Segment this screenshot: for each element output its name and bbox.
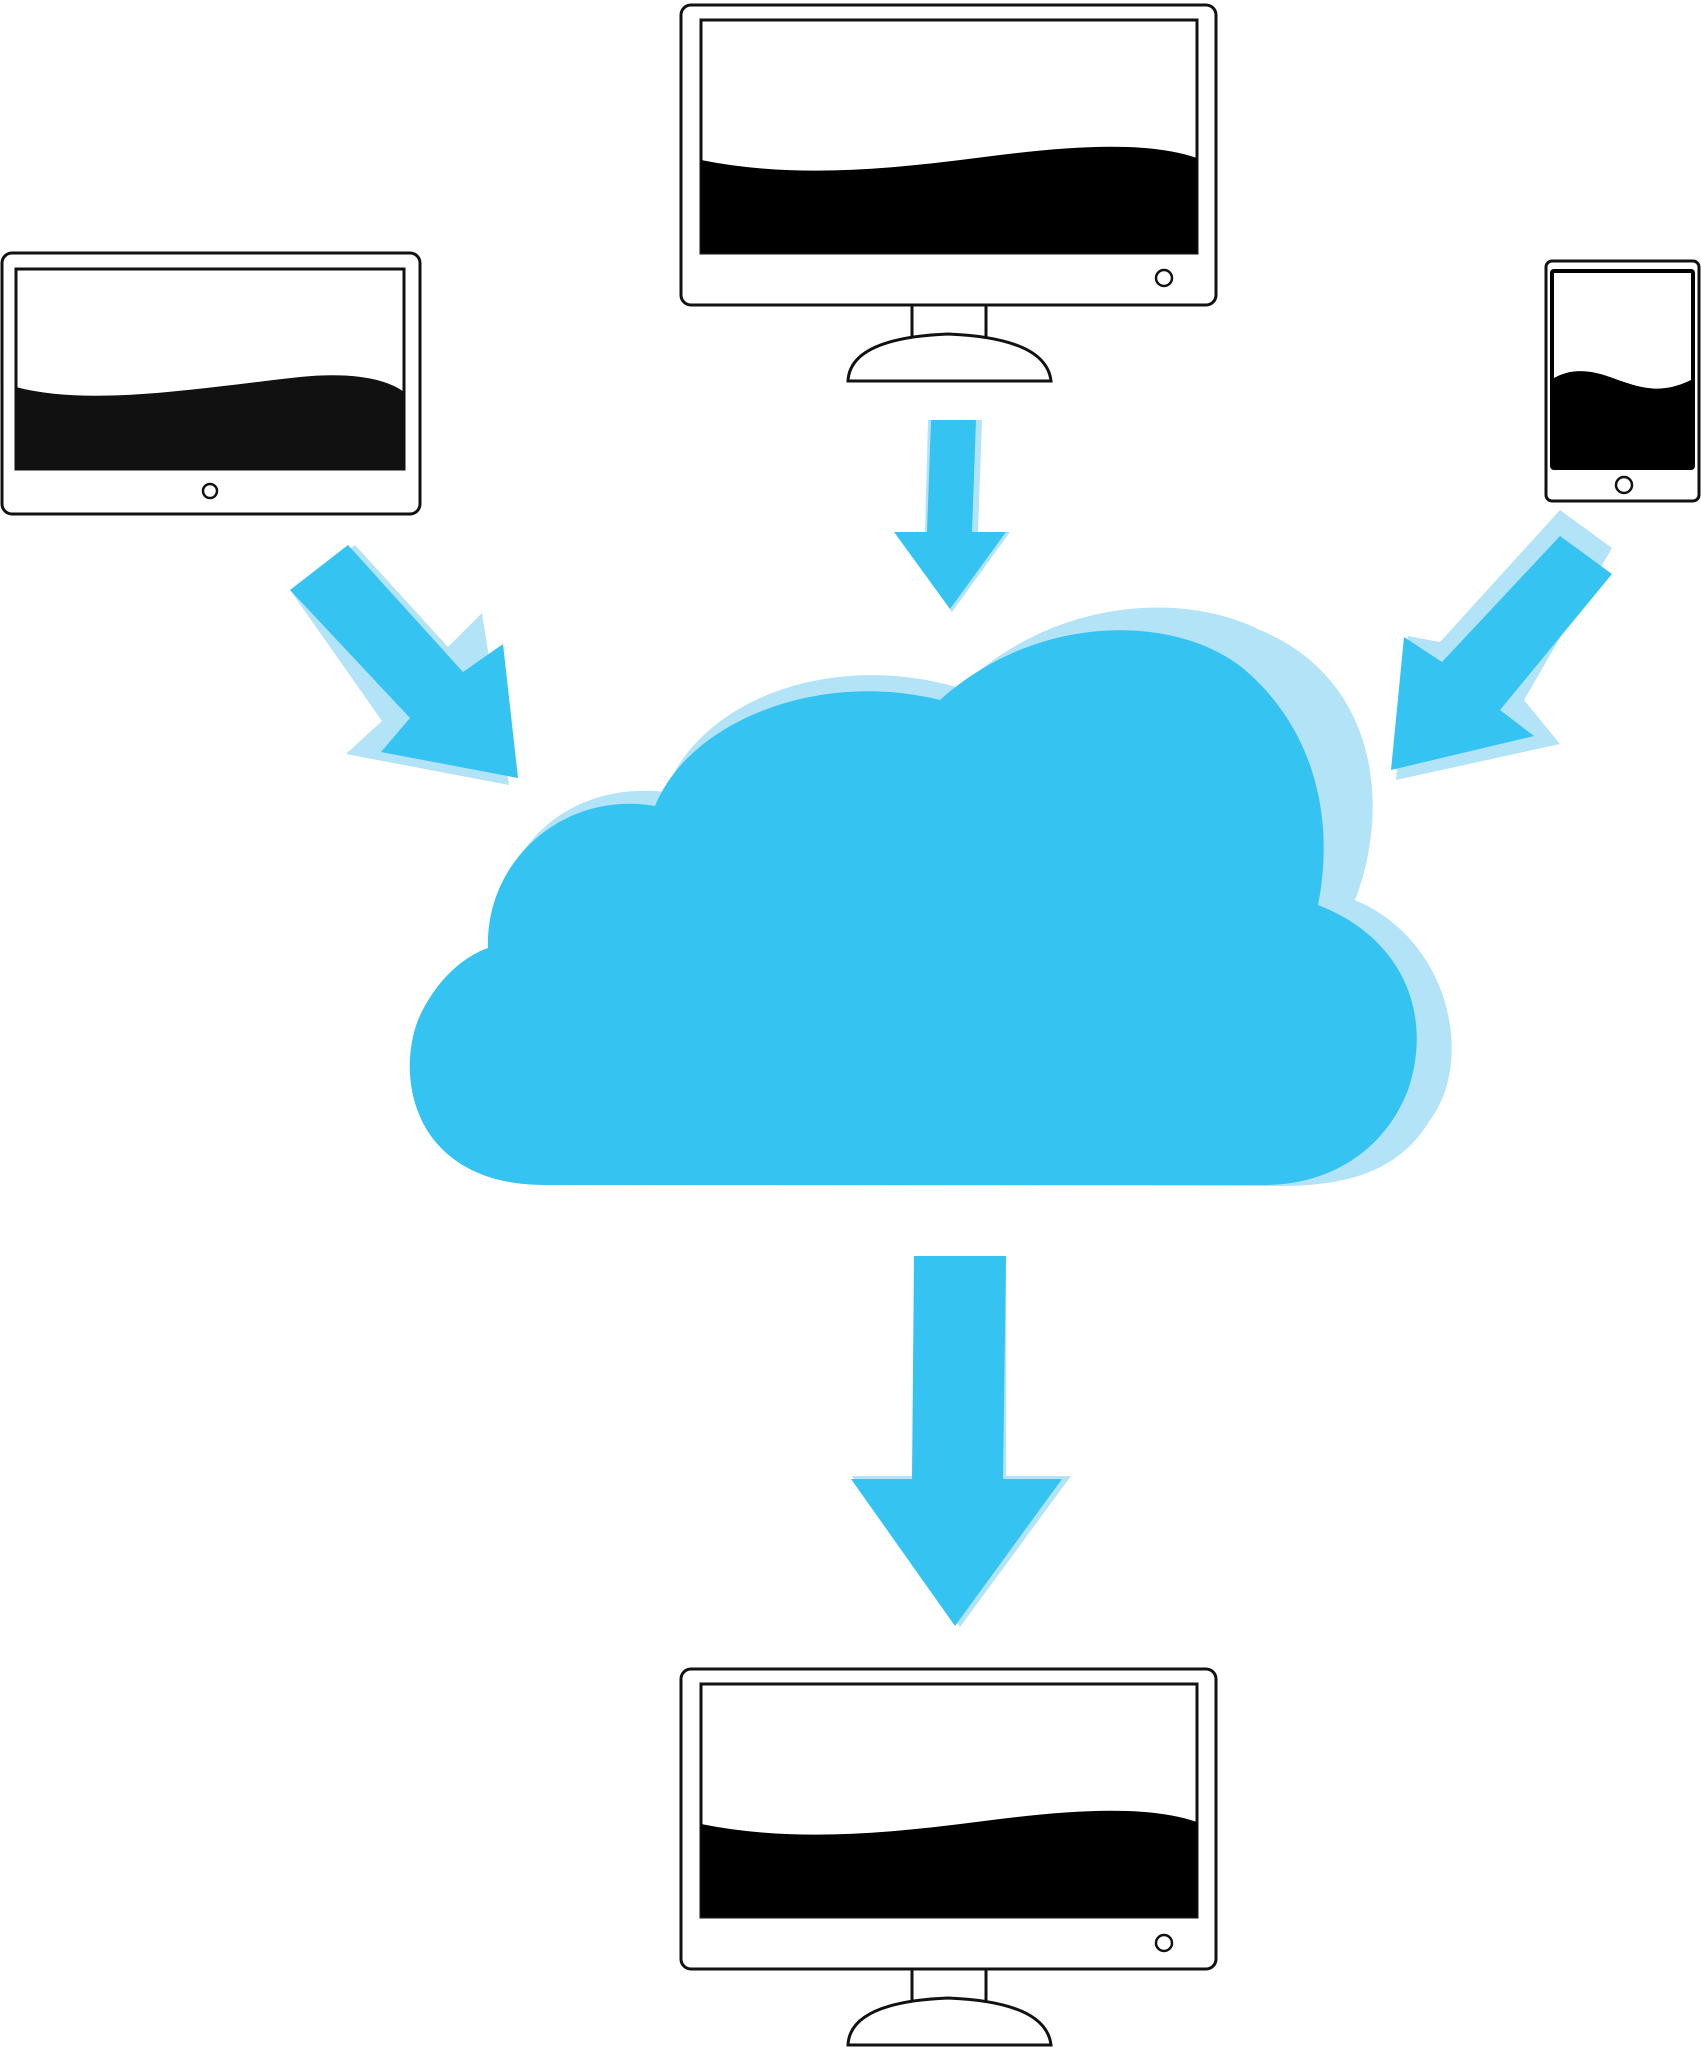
monitor-bottom-screen-wave (701, 1810, 1197, 1917)
monitor-bottom-power-button (1154, 1933, 1174, 1953)
arrow-cloud-main (851, 1256, 1062, 1626)
phone-screen-light (1554, 273, 1691, 389)
monitor-top-stand (846, 332, 1053, 383)
monitor-icon (679, 3, 1218, 383)
arrow-phone-to-cloud (1391, 510, 1612, 780)
tablet-icon (0, 251, 422, 516)
arrow-tablet-main (290, 545, 518, 778)
cloud-icon (409, 607, 1452, 1186)
tablet-screen-wave (16, 375, 404, 469)
monitor-top-screen-wave (701, 146, 1197, 253)
arrow-monitor-main (894, 420, 1006, 609)
arrow-monitor-to-cloud (894, 420, 1010, 612)
monitor-bottom-stand (846, 1996, 1053, 2047)
arrow-cloud-to-monitor (851, 1256, 1071, 1627)
cloud-main (409, 630, 1417, 1185)
arrow-tablet-to-cloud (290, 545, 518, 785)
phone-home-button (1614, 475, 1634, 495)
monitor-icon (679, 1667, 1218, 2047)
tablet-home-button (201, 482, 219, 500)
arrow-phone-main (1391, 536, 1612, 770)
smartphone-icon (1544, 259, 1701, 503)
monitor-top-power-button (1154, 268, 1174, 288)
